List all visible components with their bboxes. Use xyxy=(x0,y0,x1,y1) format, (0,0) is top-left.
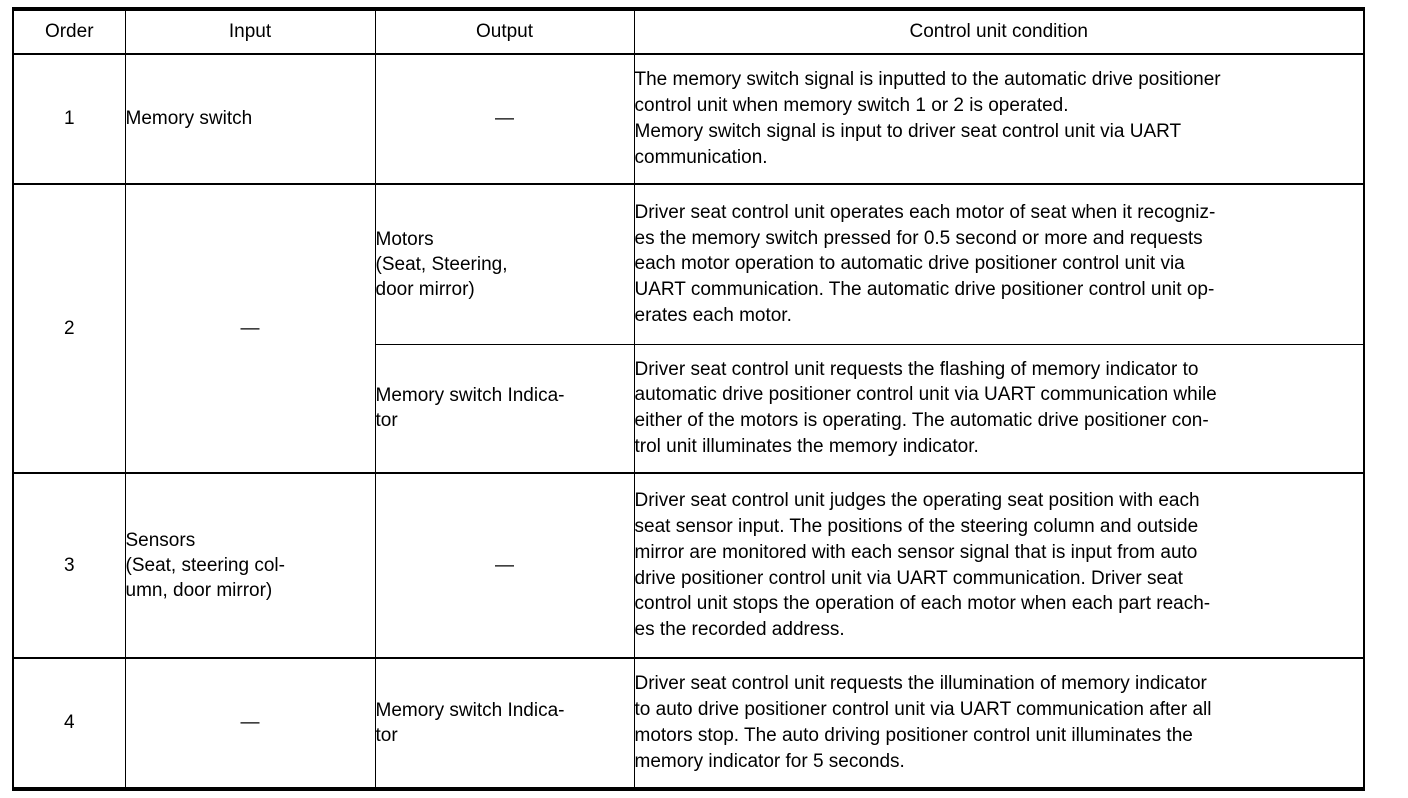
condition-line: erates each motor. xyxy=(634,304,792,326)
em-dash-icon: — xyxy=(240,712,260,734)
em-dash-icon: — xyxy=(495,108,514,130)
table-row: Memory switch Indica- tor Driver seat co… xyxy=(13,343,1365,474)
table-row: 3 Sensors (Seat, steering col- umn, door… xyxy=(12,472,1365,659)
column-header-order: Order xyxy=(12,8,126,55)
order-number-3: 3 xyxy=(12,472,126,659)
column-header-control-unit-condition: Control unit condition xyxy=(633,8,1365,55)
condition-line: memory indicator for 5 seconds. xyxy=(634,750,905,772)
order-number-1: 1 xyxy=(12,53,126,185)
table-body: 1 Memory switch — The memory switch sign… xyxy=(12,53,1365,790)
table-row: 4 — Memory switch Indica- tor Driver sea… xyxy=(12,657,1365,790)
condition-line: Driver seat control unit requests the il… xyxy=(634,673,1207,695)
spec-table-container: Order Input Output Control unit conditio… xyxy=(12,7,1365,791)
order-number-2: 2 xyxy=(12,183,126,474)
condition-text-3: Driver seat control unit judges the oper… xyxy=(633,472,1365,659)
output-line: Memory switch Indica- xyxy=(375,699,565,721)
input-line: (Seat, steering col- xyxy=(125,554,285,576)
condition-line: communication. xyxy=(634,146,768,168)
column-header-input: Input xyxy=(124,8,376,55)
header-row: Order Input Output Control unit conditio… xyxy=(12,8,1365,55)
input-value-2: — xyxy=(124,183,376,474)
condition-line: drive positioner control unit via UART c… xyxy=(634,567,1183,589)
output-line: tor xyxy=(375,725,398,746)
output-line: (Seat, Steering, xyxy=(375,253,508,275)
output-value-4: Memory switch Indica- tor xyxy=(374,657,635,790)
table-header: Order Input Output Control unit conditio… xyxy=(12,8,1365,55)
output-value-2b: Memory switch Indica- tor xyxy=(374,343,635,474)
condition-line: UART communication. The automatic drive … xyxy=(634,279,1215,301)
condition-text-4: Driver seat control unit requests the il… xyxy=(633,657,1365,790)
condition-line: es the memory switch pressed for 0.5 sec… xyxy=(634,227,1203,249)
input-line: umn, door mirror) xyxy=(125,580,273,602)
order-number-4: 4 xyxy=(12,657,126,790)
input-value-1: Memory switch xyxy=(124,53,376,185)
output-line: tor xyxy=(375,410,398,432)
condition-line: Driver seat control unit requests the fl… xyxy=(634,358,1199,380)
em-dash-icon: — xyxy=(240,317,260,339)
input-value-4: — xyxy=(124,657,376,790)
column-header-output: Output xyxy=(374,8,635,55)
condition-text-2b: Driver seat control unit requests the fl… xyxy=(633,343,1365,474)
condition-line: each motor operation to automatic drive … xyxy=(634,253,1185,275)
condition-line: Driver seat control unit operates each m… xyxy=(634,201,1216,223)
output-value-1: — xyxy=(374,53,635,185)
control-sequence-table: Order Input Output Control unit conditio… xyxy=(12,7,1365,791)
condition-line: trol unit illuminates the memory indicat… xyxy=(634,436,979,458)
output-value-2a: Motors (Seat, Steering, door mirror) xyxy=(374,183,635,345)
condition-line: motors stop. The auto driving positioner… xyxy=(634,725,1193,746)
condition-line: Driver seat control unit judges the oper… xyxy=(634,490,1200,512)
input-value-3: Sensors (Seat, steering col- umn, door m… xyxy=(124,472,376,659)
condition-line: control unit stops the operation of each… xyxy=(634,593,1211,615)
condition-line: control unit when memory switch 1 or 2 i… xyxy=(634,95,1069,117)
condition-line: es the recorded address. xyxy=(634,619,845,641)
condition-line: mirror are monitored with each sensor si… xyxy=(634,541,1198,563)
em-dash-icon: — xyxy=(495,554,514,576)
condition-text-1: The memory switch signal is inputted to … xyxy=(633,53,1365,185)
condition-text-2a: Driver seat control unit operates each m… xyxy=(633,183,1365,345)
output-value-3: — xyxy=(374,472,635,659)
table-row: 2 — Motors (Seat, Steering, door mirror)… xyxy=(12,183,1365,474)
output-line: Memory switch Indica- xyxy=(375,385,565,407)
condition-line: Memory switch signal is input to driver … xyxy=(634,121,1182,142)
condition-line: either of the motors is operating. The a… xyxy=(634,410,1209,432)
condition-line: to auto drive positioner control unit vi… xyxy=(634,699,1212,721)
condition-line: seat sensor input. The positions of the … xyxy=(634,515,1199,537)
condition-line: automatic drive positioner control unit … xyxy=(634,384,1217,406)
output-line: Motors xyxy=(375,228,434,250)
output-line: door mirror) xyxy=(375,278,475,300)
table-row: 1 Memory switch — The memory switch sign… xyxy=(12,53,1365,185)
condition-line: The memory switch signal is inputted to … xyxy=(634,69,1221,91)
input-line: Sensors xyxy=(125,529,196,551)
